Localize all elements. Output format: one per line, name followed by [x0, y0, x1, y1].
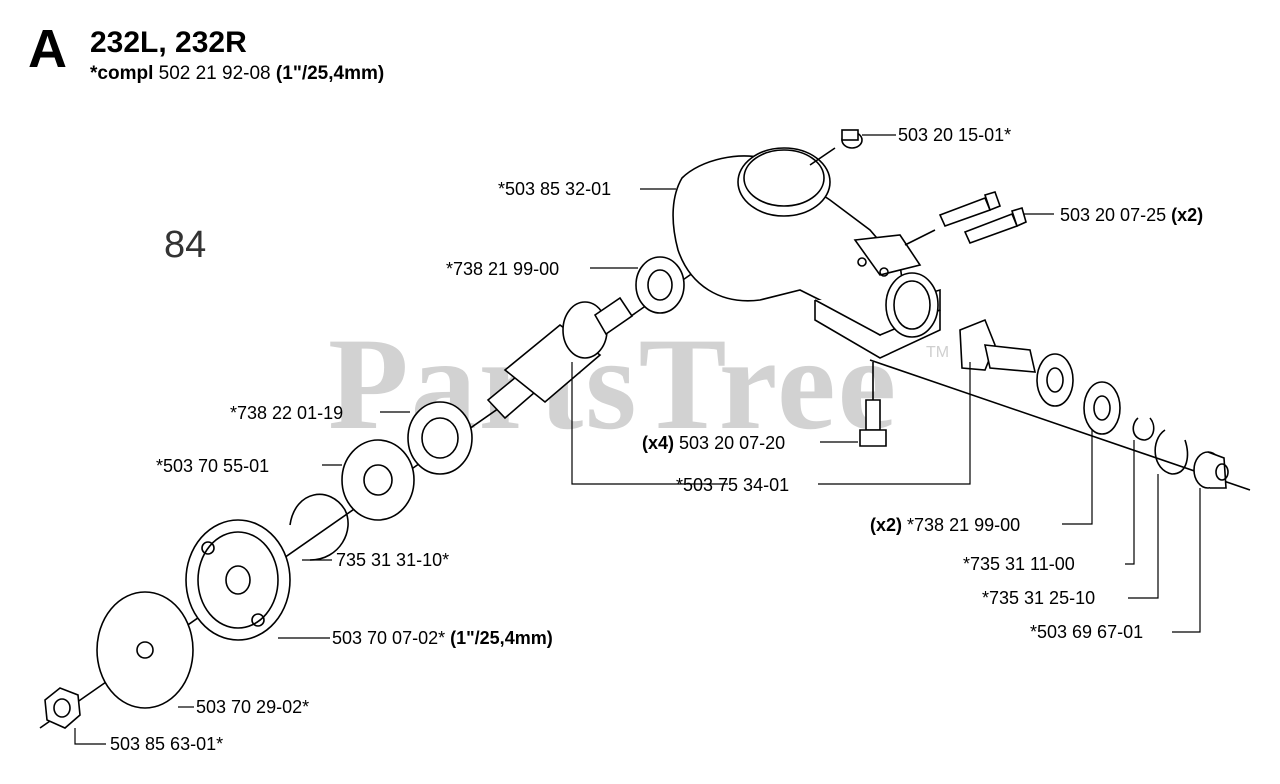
plug-screw [809, 129, 863, 166]
part-number: 735 31 31-10* [336, 550, 450, 570]
label-part-3: 503 20 07-25 (x2) [1060, 206, 1203, 224]
circlip [289, 493, 349, 561]
right-axis-line [869, 359, 1251, 491]
bearing-upper [635, 256, 685, 314]
label-part-16: 503 85 63-01* [110, 735, 223, 753]
part-number: 503 20 15-01* [898, 125, 1012, 145]
bearing-right-2 [1083, 381, 1121, 435]
part-number: *503 70 55-01 [156, 456, 270, 476]
page-number: 84 [164, 224, 207, 266]
part-number: *735 31 11-00 [963, 554, 1075, 574]
circlip-right-large [1154, 429, 1189, 475]
part-number: *738 21 99-00 [907, 515, 1021, 535]
label-part-11: *735 31 11-00 [963, 555, 1075, 573]
nut [44, 687, 81, 729]
bearing-right-1 [1036, 353, 1074, 407]
compl-size: (1"/25,4mm) [275, 63, 385, 84]
part-number: *738 22 01-19 [230, 403, 344, 423]
part-number: 503 70 07-02* [332, 628, 446, 648]
thrust-plate [185, 519, 291, 641]
washer [341, 439, 415, 521]
part-note: (1"/25,4mm) [450, 628, 553, 648]
label-part-15: 503 70 29-02* [196, 698, 309, 716]
label-part-14: *503 69 67-01 [1030, 623, 1143, 641]
part-number: 503 20 07-20 [679, 433, 786, 453]
label-part-9: (x2) *738 21 99-00 [870, 516, 1020, 534]
label-part-4: *738 21 99-00 [446, 260, 559, 278]
label-part-5: *738 22 01-19 [230, 404, 343, 422]
seal [407, 401, 473, 475]
part-number: *503 75 34-01 [676, 475, 790, 495]
circlip-right-small [1132, 417, 1155, 441]
part-number: *503 85 32-01 [498, 179, 612, 199]
bevel-gear [959, 318, 1037, 373]
pinion-shaft [486, 296, 634, 420]
complete-assembly-line: *compl 502 21 92-08 (1"/25,4mm) [90, 64, 384, 83]
label-part-10: 735 31 31-10* [336, 551, 449, 569]
watermark-tm: TM [926, 344, 950, 361]
compl-label: *compl [90, 63, 154, 84]
part-number: *735 31 25-10 [982, 588, 1096, 608]
label-part-13: 503 70 07-02* (1"/25,4mm) [332, 629, 553, 647]
housing-screws [904, 191, 1027, 246]
leader-lines [74, 134, 1201, 745]
part-number: *503 69 67-01 [1030, 622, 1144, 642]
part-qty: (x4) [642, 433, 675, 453]
label-part-12: *735 31 25-10 [982, 589, 1095, 607]
part-qty: (x2) [870, 515, 903, 535]
model-title: 232L, 232R [90, 26, 247, 59]
part-number: 503 70 29-02* [196, 697, 310, 717]
label-part-6: *503 70 55-01 [156, 457, 269, 475]
section-letter: A [28, 19, 67, 79]
part-number: 503 85 63-01* [110, 734, 224, 754]
support-cup [96, 591, 194, 709]
gear-housing [672, 147, 941, 359]
label-part-2: *503 85 32-01 [498, 180, 611, 198]
part-qty: (x2) [1171, 205, 1204, 225]
part-number: *738 21 99-00 [446, 259, 560, 279]
collar-right [1193, 451, 1229, 489]
label-part-1: 503 20 15-01* [898, 126, 1011, 144]
compl-part-number: 502 21 92-08 [158, 63, 271, 84]
label-part-7: (x4) 503 20 07-20 [642, 434, 785, 452]
part-number: 503 20 07-25 [1060, 205, 1167, 225]
label-part-8: *503 75 34-01 [676, 476, 789, 494]
mounting-screw [859, 362, 887, 447]
